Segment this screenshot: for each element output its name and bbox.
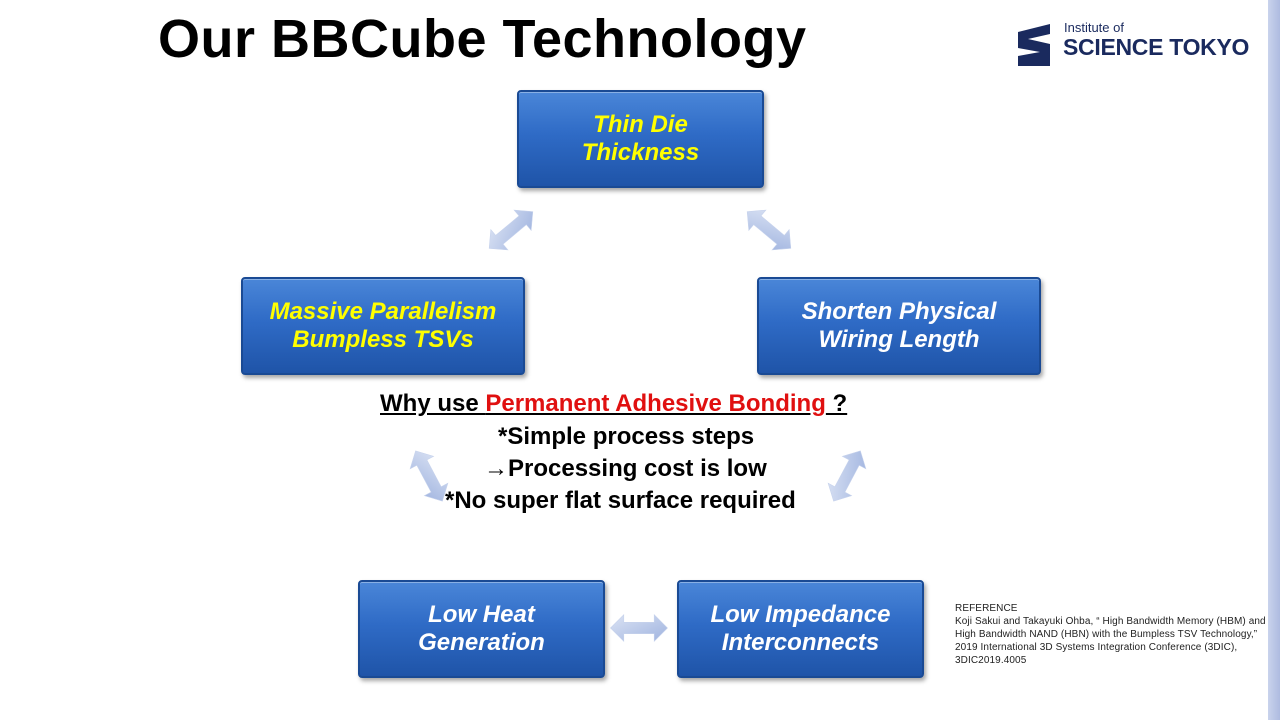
box-thin-die-thickness: Thin Die Thickness	[517, 90, 764, 188]
box-label: Shorten Physical Wiring Length	[801, 298, 997, 353]
why-highlight: Permanent Adhesive Bonding	[485, 390, 826, 417]
box-shorten-wiring: Shorten Physical Wiring Length	[757, 277, 1041, 375]
benefit-line: *Simple process steps	[498, 423, 755, 450]
box-label: Thin Die Thickness	[581, 111, 700, 166]
box-label: Low Impedance Interconnects	[710, 601, 891, 656]
double-arrow-icon	[821, 444, 873, 508]
box-massive-parallelism: Massive Parallelism Bumpless TSVs	[241, 277, 525, 375]
reference-heading: REFERENCE	[955, 603, 1018, 614]
double-arrow-icon	[738, 201, 800, 259]
box-low-impedance: Low Impedance Interconnects	[677, 580, 924, 678]
institution-logo: Institute of SCIENCE TOKYO	[1016, 20, 1256, 72]
double-arrow-icon	[480, 201, 542, 259]
slide-edge-bar	[1268, 0, 1280, 720]
reference-text: Koji Sakui and Takayuki Ohba, “ High Ban…	[955, 616, 1266, 666]
reference-note: REFERENCE Koji Sakui and Takayuki Ohba, …	[955, 602, 1267, 667]
box-label: Massive Parallelism Bumpless TSVs	[269, 298, 497, 353]
why-suffix: ?	[825, 390, 848, 417]
why-prefix: Why use	[380, 390, 486, 417]
why-question: Why use Permanent Adhesive Bonding ?	[380, 390, 847, 418]
box-low-heat: Low Heat Generation	[358, 580, 605, 678]
box-label: Low Heat Generation	[418, 601, 545, 656]
logo-name: SCIENCE TOKYO	[1063, 34, 1250, 60]
benefit-line: *No super flat surface required	[445, 487, 796, 514]
slide-title: Our BBCube Technology	[158, 9, 807, 69]
benefit-line: →Processing cost is low	[484, 455, 767, 482]
logo-subtitle: Institute of	[1064, 20, 1124, 35]
logo-mark-icon	[1018, 24, 1050, 66]
double-arrow-icon	[610, 614, 668, 642]
